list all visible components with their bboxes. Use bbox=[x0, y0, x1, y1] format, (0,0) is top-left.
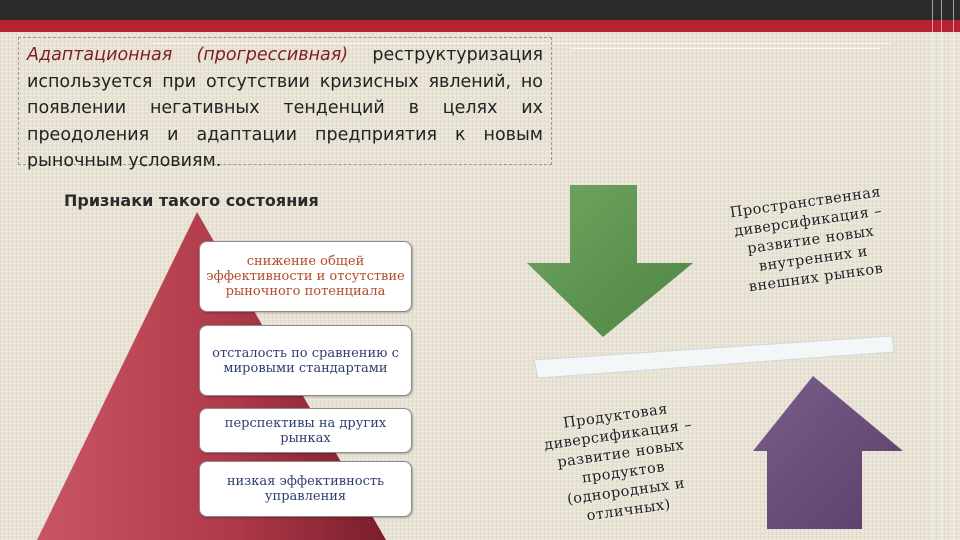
decorative-stripes bbox=[932, 0, 954, 540]
top-bar bbox=[0, 0, 960, 20]
balance-bar bbox=[533, 335, 895, 379]
signs-heading: Признаки такого состояния bbox=[64, 191, 319, 210]
arrow-down-icon bbox=[527, 185, 693, 337]
definition-term: Адаптационная (прогрессивная) bbox=[27, 45, 349, 65]
sign-item-efficiency: снижение общей эффективности и отсутстви… bbox=[199, 241, 412, 312]
sign-item-prospects: перспективы на других рынках bbox=[199, 408, 412, 453]
definition-text: реструктуризация используется при отсутс… bbox=[27, 45, 543, 171]
sign-item-label: низкая эффективность управления bbox=[226, 474, 385, 504]
sign-item-label: перспективы на других рынках bbox=[224, 415, 387, 446]
sign-item-label: отсталость по сравнению с мировыми станд… bbox=[212, 345, 399, 376]
sign-item-label: снижение общей эффективности и отсутстви… bbox=[206, 254, 405, 299]
accent-bar bbox=[0, 20, 960, 32]
product-diversification-text: Продуктовая диверсификация – развитие но… bbox=[543, 401, 694, 525]
arrow-up-icon bbox=[753, 376, 903, 529]
sign-item-backwardness: отсталость по сравнению с мировыми станд… bbox=[199, 325, 412, 396]
definition-box: Адаптационная (прогрессивная) реструктур… bbox=[18, 37, 552, 171]
decorative-line bbox=[570, 48, 880, 49]
decorative-line bbox=[150, 43, 890, 44]
sign-item-management: низкая эффективность управления bbox=[199, 461, 412, 517]
